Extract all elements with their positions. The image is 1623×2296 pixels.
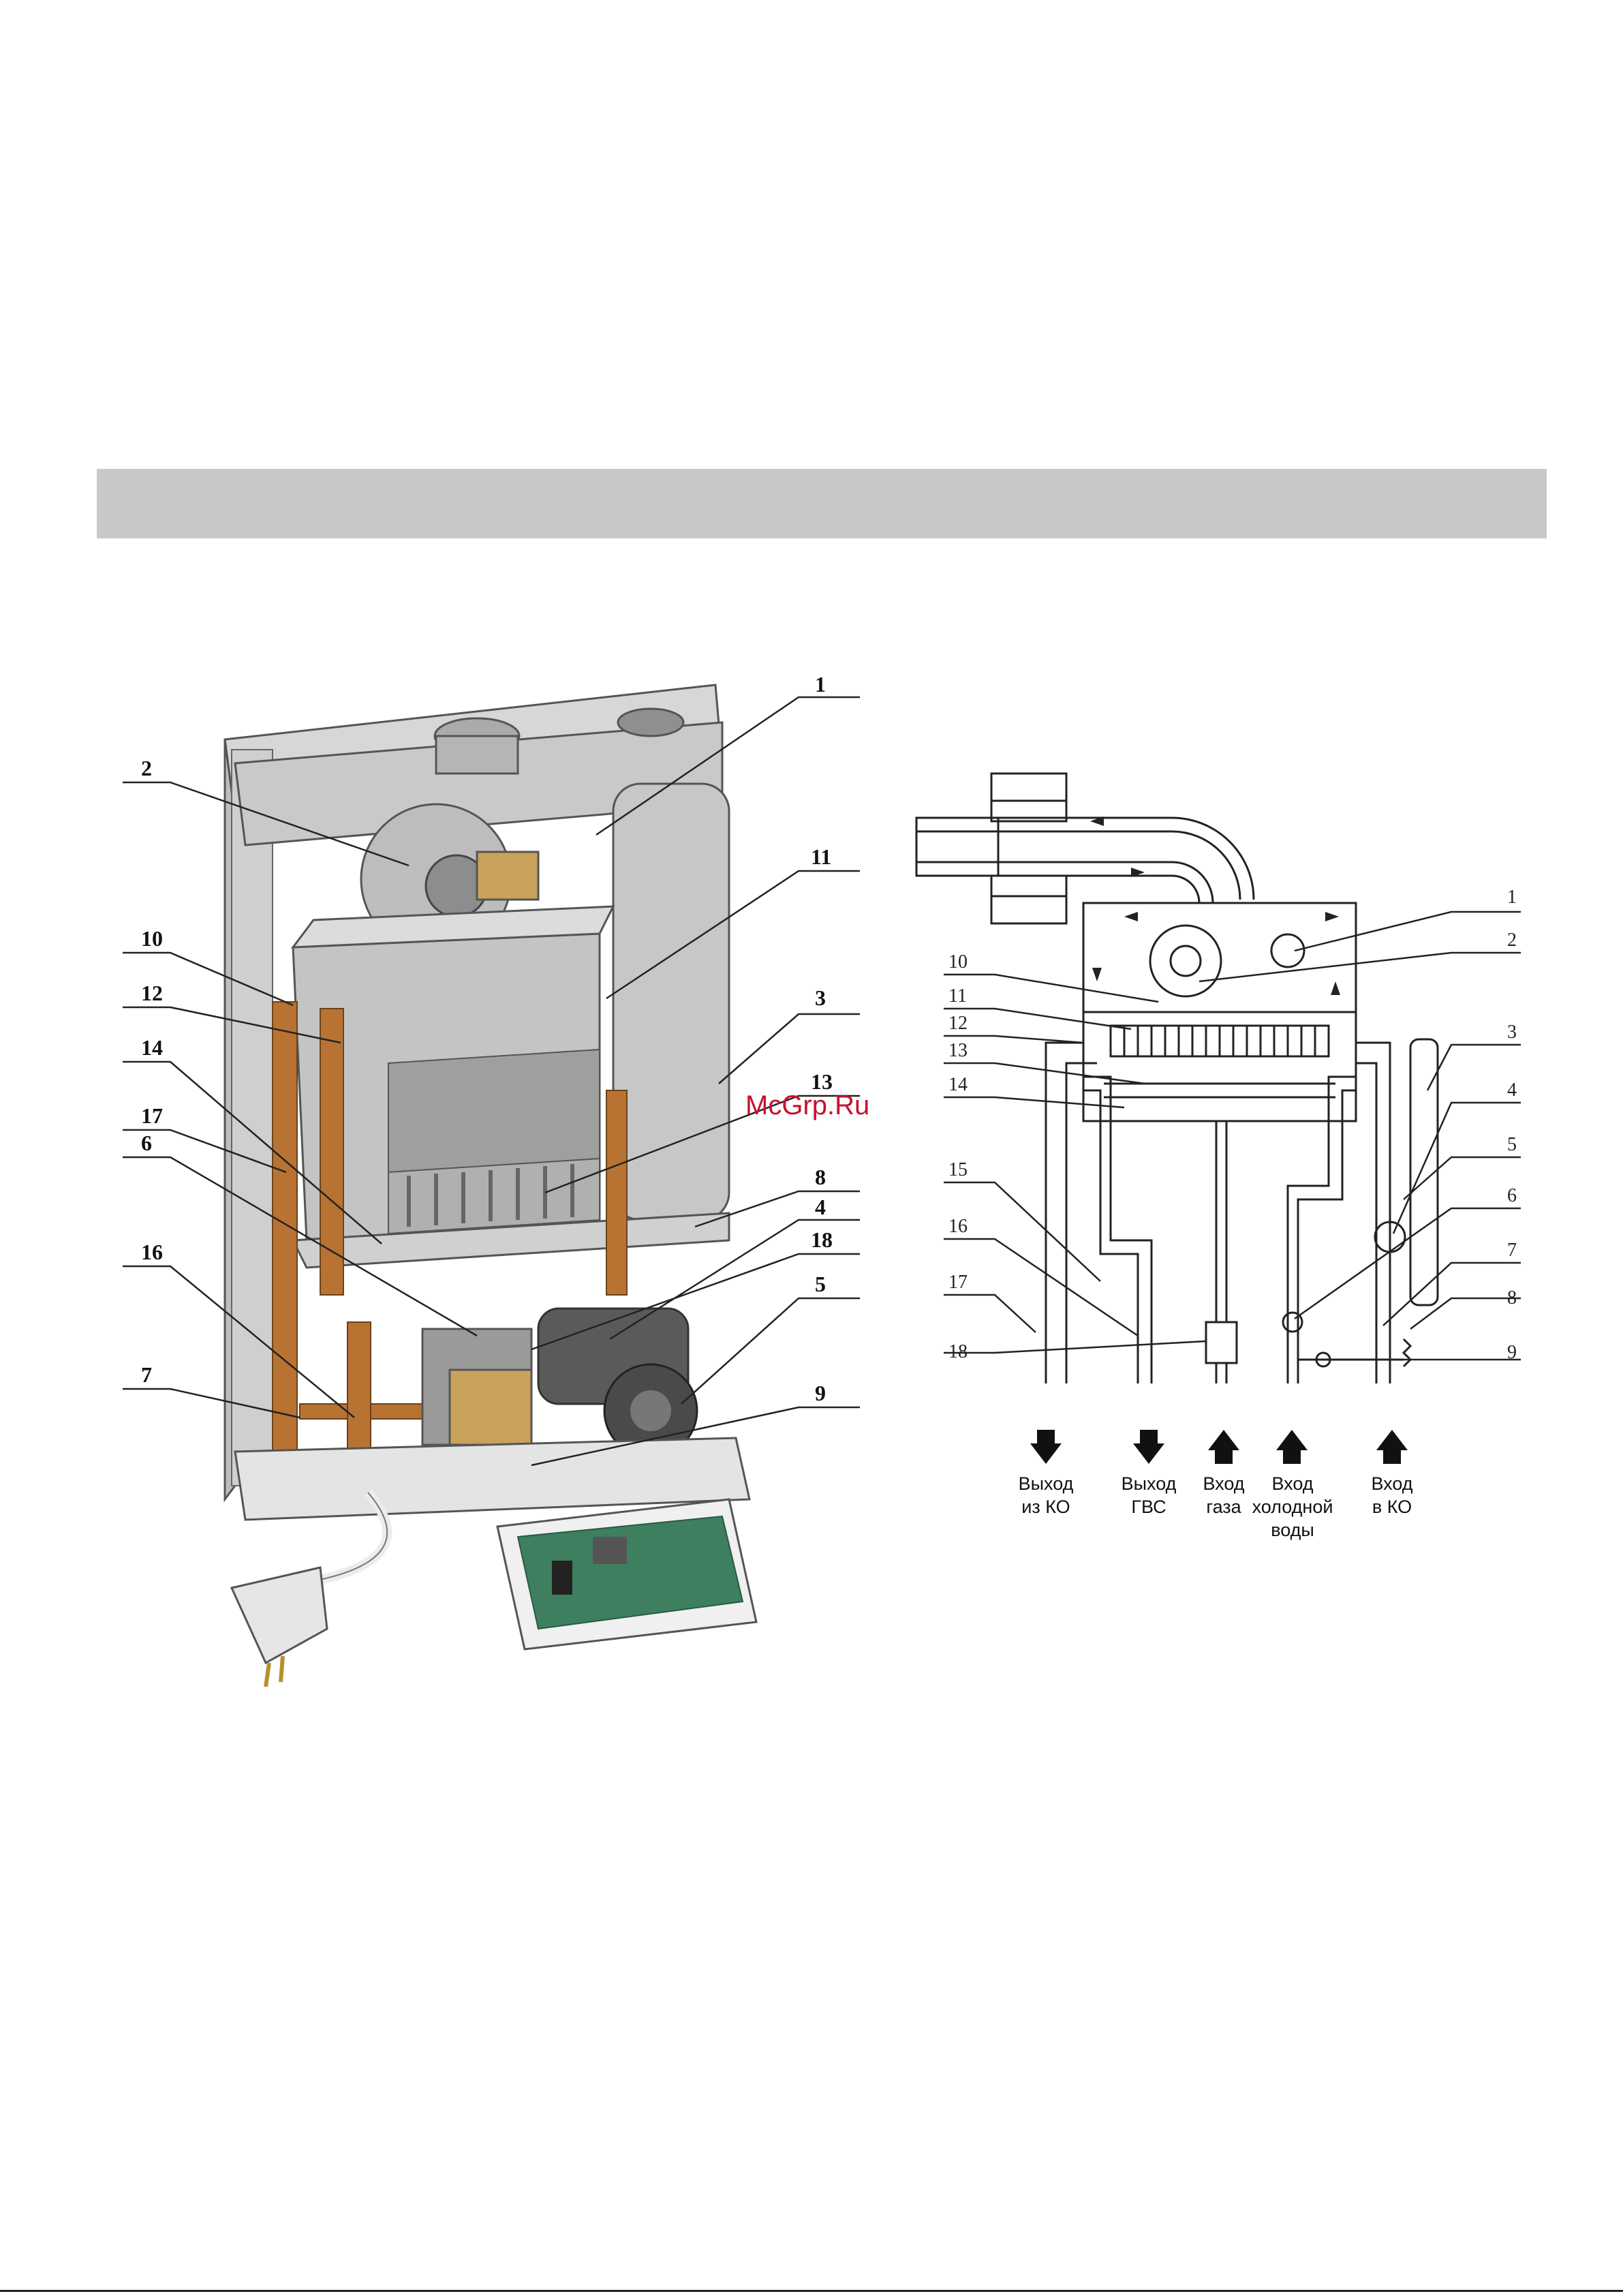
callout-right-6: 6 — [1507, 1185, 1517, 1206]
legend-cold-water-inlet: Вход холодной воды — [1251, 1472, 1334, 1542]
callout-right-2: 2 — [1507, 930, 1517, 951]
callout-right-3: 3 — [1507, 1022, 1517, 1043]
callout-right-16: 16 — [948, 1216, 968, 1237]
callout-right-10: 10 — [948, 951, 968, 973]
callout-right-7: 7 — [1507, 1240, 1517, 1261]
bottom-rule — [0, 2290, 1623, 2292]
legend-heating-inlet: Вход в КО — [1352, 1472, 1432, 1518]
arrow-down-icon — [1030, 1430, 1062, 1464]
arrow-down-icon — [1133, 1430, 1164, 1464]
callout-right-11: 11 — [948, 985, 967, 1007]
callout-right-4: 4 — [1507, 1080, 1517, 1101]
callout-right-17: 17 — [948, 1272, 968, 1293]
callout-right-14: 14 — [948, 1074, 968, 1095]
callout-right-12: 12 — [948, 1013, 968, 1034]
callout-right-13: 13 — [948, 1040, 968, 1061]
callout-right-1: 1 — [1507, 887, 1517, 908]
callout-right-9: 9 — [1507, 1342, 1517, 1363]
watermark: McGrp.Ru — [745, 1090, 869, 1121]
callout-right-18: 18 — [948, 1341, 968, 1362]
arrow-up-icon — [1208, 1430, 1239, 1464]
callout-right-15: 15 — [948, 1159, 968, 1180]
legend-dhw-outlet: Выход ГВС — [1108, 1472, 1190, 1518]
arrow-up-icon — [1276, 1430, 1308, 1464]
callout-right-5: 5 — [1507, 1134, 1517, 1155]
arrow-up-icon — [1376, 1430, 1408, 1464]
callout-right-8: 8 — [1507, 1287, 1517, 1308]
legend-heating-outlet: Выход из КО — [1005, 1472, 1087, 1518]
